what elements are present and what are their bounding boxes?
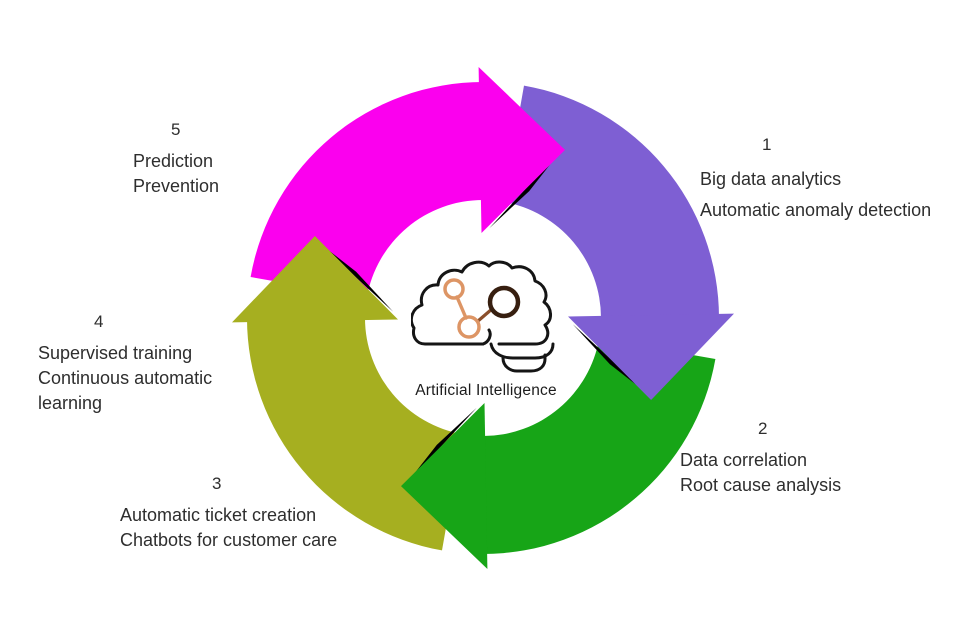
wheel-arrowhead-purple bbox=[568, 313, 734, 400]
step-text-line: Prediction bbox=[133, 151, 214, 171]
network-link-dark bbox=[476, 307, 494, 323]
step-text-line: Root cause analysis bbox=[680, 475, 842, 495]
wheel-arrowhead-magenta bbox=[478, 67, 565, 233]
step-number-4: 4 bbox=[94, 312, 104, 331]
wheel-arrowhead-olive bbox=[232, 236, 398, 323]
brain-network-icon bbox=[409, 260, 555, 373]
step-number-5: 5 bbox=[171, 120, 181, 139]
step-text-line: Data correlation bbox=[680, 450, 808, 470]
step-text-line: Continuous automatic bbox=[38, 368, 213, 388]
step-number-3: 3 bbox=[212, 474, 222, 493]
brain-notch bbox=[481, 328, 492, 346]
step-text-line: Automatic anomaly detection bbox=[700, 200, 932, 220]
brain-fold-upper bbox=[489, 342, 555, 360]
step-text-line: Prevention bbox=[133, 176, 220, 196]
network-node-dark bbox=[487, 285, 521, 319]
network-node-mid bbox=[457, 315, 481, 339]
ai-center: Artificial Intelligence bbox=[409, 256, 561, 406]
step-number-2: 2 bbox=[758, 419, 768, 438]
step-text-line: Chatbots for customer care bbox=[120, 530, 338, 550]
step-text-line: Big data analytics bbox=[700, 169, 842, 189]
brain-fold-lower bbox=[501, 353, 547, 373]
brain-outline bbox=[409, 260, 552, 346]
network-link-light bbox=[455, 295, 468, 320]
step-text-line: learning bbox=[38, 393, 103, 413]
network-node-small bbox=[443, 278, 465, 300]
step-number-1: 1 bbox=[762, 135, 772, 154]
center-label: Artificial Intelligence bbox=[415, 382, 557, 399]
wheel-arrowhead-green bbox=[401, 403, 488, 569]
step-text-line: Automatic ticket creation bbox=[120, 505, 317, 525]
step-text-line: Supervised training bbox=[38, 343, 193, 363]
